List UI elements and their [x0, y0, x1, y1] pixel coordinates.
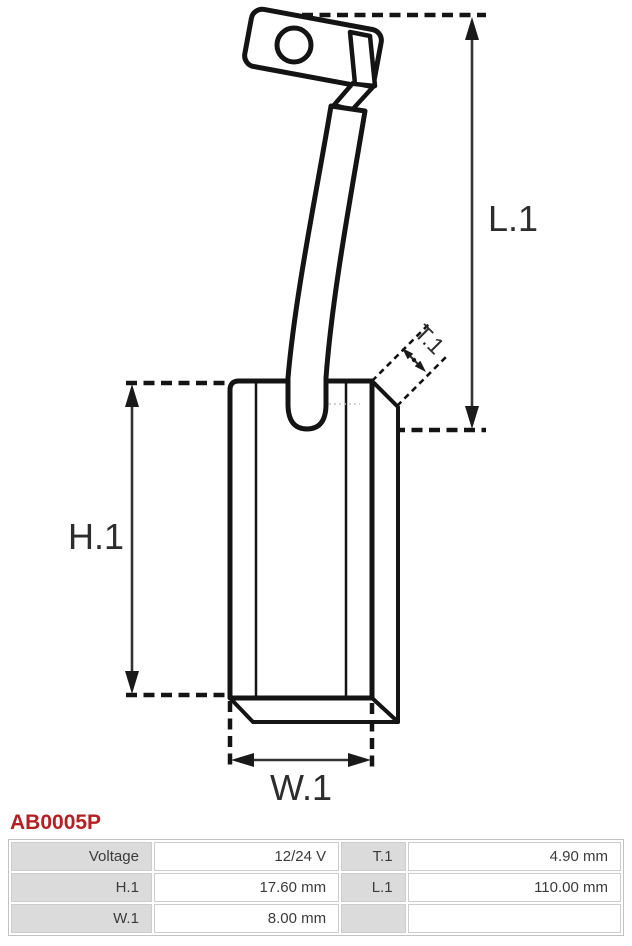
dimension-midpoint-dot [411, 357, 417, 363]
spec-value-cell: 12/24 V [153, 842, 340, 871]
spec-label-cell: L.1 [341, 873, 406, 902]
height-label: H.1 [68, 516, 124, 557]
spec-value-cell: 4.90 mm [407, 842, 621, 871]
width-label: W.1 [270, 767, 332, 808]
terminal-tab [347, 29, 378, 89]
spec-table: Voltage 12/24 V T.1 4.90 mm H.1 17.60 mm… [8, 839, 624, 936]
part-number-link[interactable]: AB0005P [10, 811, 102, 834]
dimension-width: W.1 [227, 701, 375, 808]
arrowhead-se-icon [414, 360, 426, 372]
extension-line-upper [371, 323, 430, 382]
terminal-assembly [242, 6, 384, 113]
spec-label-cell [341, 904, 406, 933]
spec-label-cell: W.1 [11, 904, 152, 933]
arrowhead-left-icon [231, 753, 254, 767]
terminal-hole [274, 25, 314, 65]
dimension-height: H.1 [68, 380, 234, 698]
spec-row: H.1 17.60 mm L.1 110.00 mm [11, 873, 621, 902]
arrowhead-down-icon [125, 671, 139, 694]
arrowhead-down-icon [465, 406, 479, 429]
brush-front-face [227, 378, 375, 701]
length-label: L.1 [488, 198, 538, 239]
spec-label-cell: T.1 [341, 842, 406, 871]
spec-value-cell: 17.60 mm [153, 873, 340, 902]
brush-body [227, 378, 400, 724]
spec-row: Voltage 12/24 V T.1 4.90 mm [11, 842, 621, 871]
lead-wire [285, 103, 368, 432]
spec-label-cell: H.1 [11, 873, 152, 902]
arrowhead-up-icon [125, 384, 139, 407]
spec-row: W.1 8.00 mm [11, 904, 621, 933]
arrowhead-right-icon [348, 753, 371, 767]
arrowhead-up-icon [465, 17, 479, 40]
thickness-label: T.1 [410, 319, 450, 359]
technical-diagram: L.1 H.1 [68, 6, 538, 808]
spec-value-cell: 110.00 mm [407, 873, 621, 902]
extension-line-lower [396, 356, 447, 407]
brush-side-face [370, 379, 400, 724]
arrowhead-nw-icon [402, 348, 414, 360]
spec-value-cell: 8.00 mm [153, 904, 340, 933]
spec-value-cell [407, 904, 621, 933]
spec-label-cell: Voltage [11, 842, 152, 871]
